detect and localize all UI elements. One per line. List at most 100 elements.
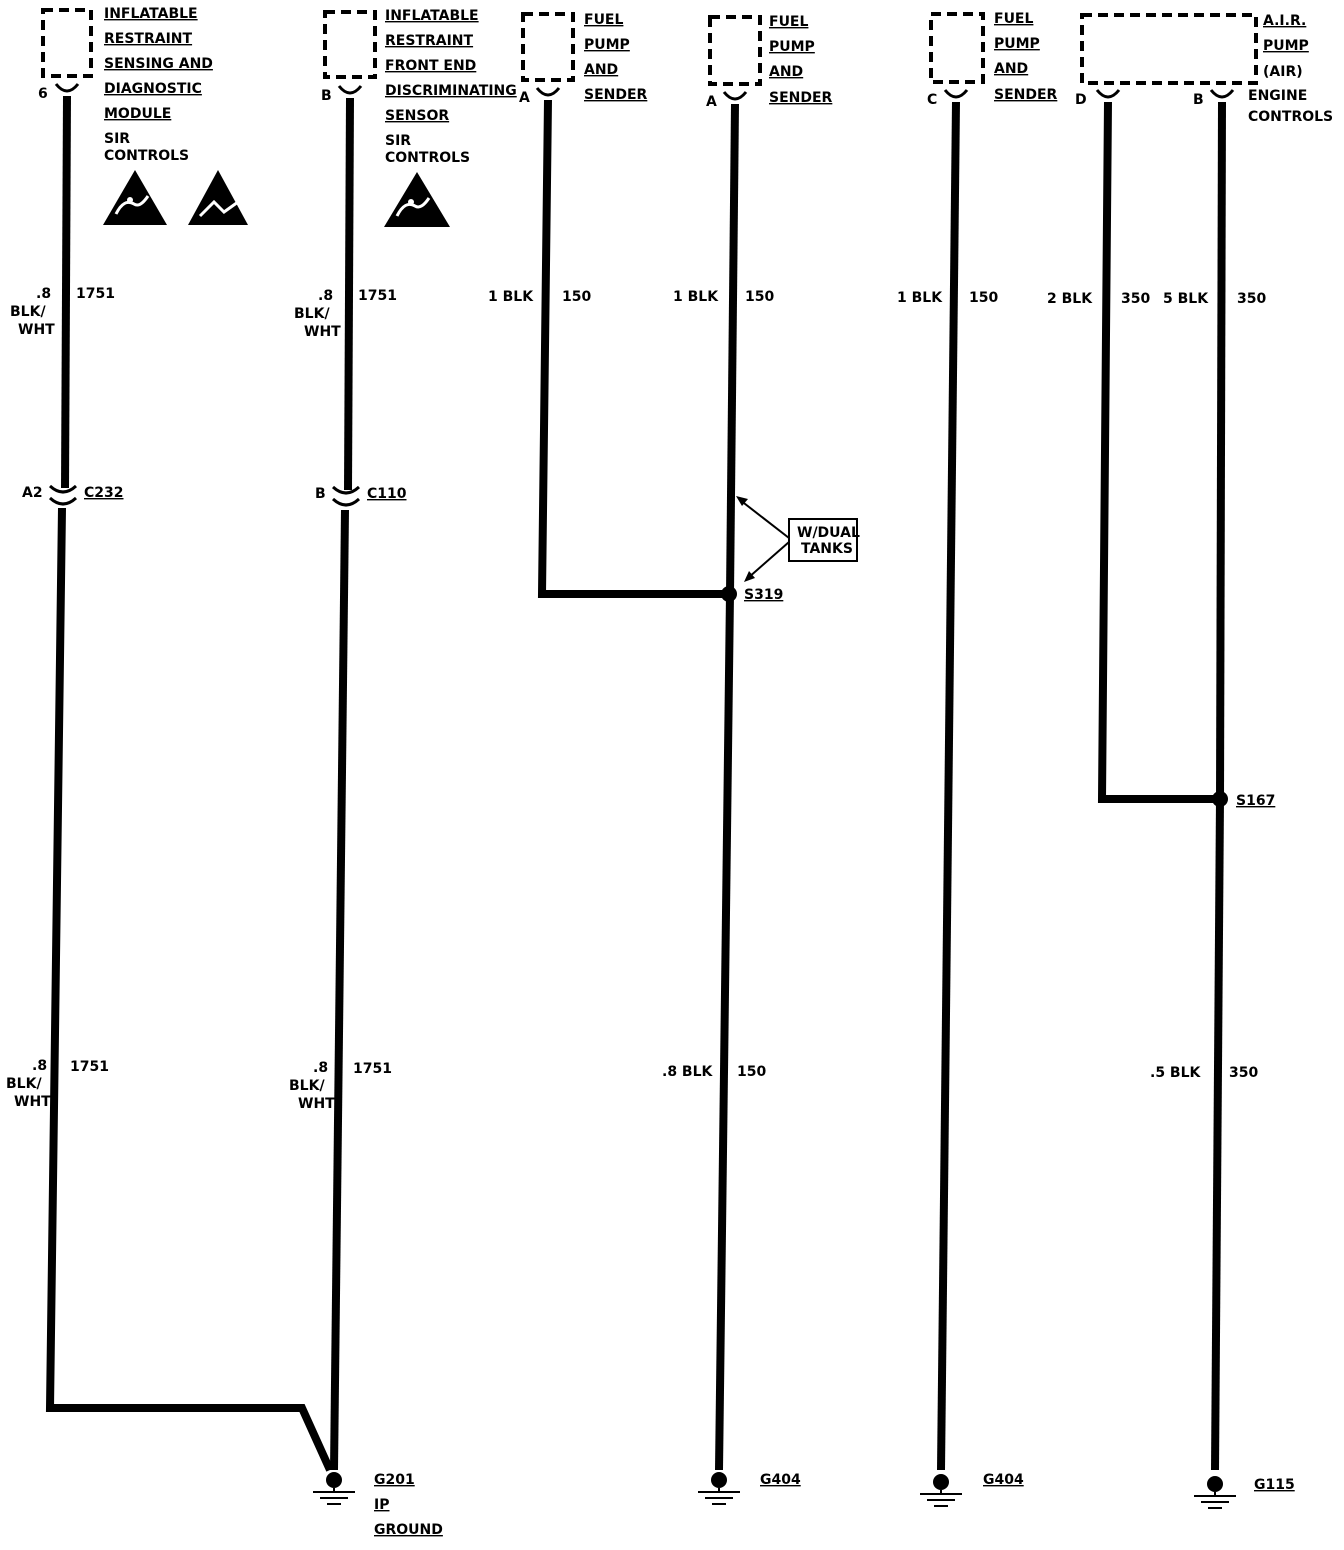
svg-text:SENDER: SENDER (994, 87, 1058, 103)
wire-air-b-to-s167 (1216, 101, 1226, 800)
ground-g115-symbol (1194, 1476, 1236, 1509)
svg-text:5 BLK: 5 BLK (1163, 291, 1209, 307)
splice-s167-dot (1212, 791, 1228, 807)
svg-text:MODULE: MODULE (104, 106, 171, 122)
svg-text:.8: .8 (36, 286, 51, 302)
wire-7-top-label: 5 BLK 350 (1163, 291, 1266, 307)
svg-text:WHT: WHT (14, 1094, 51, 1110)
fuel-pump-2-box (708, 15, 762, 86)
ground-g404a-symbol (698, 1472, 740, 1505)
wire-fp3-to-g404 (937, 101, 960, 1471)
wire-s167-to-g115 (1211, 798, 1224, 1471)
wire-fp2-to-s319 (726, 103, 739, 595)
air-pin-b-label: B (1193, 92, 1204, 108)
splice-s167-label: S167 (1236, 793, 1275, 809)
svg-text:1751: 1751 (353, 1061, 392, 1077)
wire-2-bottom-label: .8 BLK/ WHT 1751 (289, 1060, 392, 1112)
wire-s319-to-g404 (715, 593, 734, 1471)
svg-text:.8: .8 (318, 288, 333, 304)
svg-text:SIR: SIR (385, 133, 411, 149)
svg-text:(AIR): (AIR) (1263, 64, 1303, 80)
svg-text:SENSING AND: SENSING AND (104, 56, 213, 72)
air-pump-box (1080, 13, 1258, 85)
svg-text:PUMP: PUMP (769, 39, 815, 55)
wire-6-label: 2 BLK 350 (1047, 291, 1150, 307)
c232-pin-label: A2 (22, 485, 43, 501)
svg-text:DISCRIMINATING: DISCRIMINATING (385, 83, 517, 99)
fp3-pin-terminal (943, 89, 969, 99)
svg-text:1 BLK: 1 BLK (488, 289, 534, 305)
air-pump-label: A.I.R. PUMP (AIR) ENGINE CONTROLS (1248, 13, 1333, 125)
svg-text:1751: 1751 (76, 286, 115, 302)
ground-g201-desc: GROUND (374, 1522, 443, 1538)
ground-g404b-symbol (920, 1474, 962, 1507)
fuel-pump-3-box (929, 12, 985, 84)
ground-g201-location: IP (374, 1497, 389, 1513)
esd-warning-icon (103, 170, 167, 225)
ground-g404a-label: G404 (760, 1472, 801, 1488)
svg-text:.8: .8 (313, 1060, 328, 1076)
svg-text:PUMP: PUMP (994, 36, 1040, 52)
svg-text:150: 150 (969, 290, 998, 306)
wire-4-bottom-label: .8 BLK 150 (662, 1064, 766, 1080)
fp2-pin-label: A (706, 94, 717, 110)
svg-text:CONTROLS: CONTROLS (385, 150, 470, 166)
svg-text:WHT: WHT (304, 324, 341, 340)
svg-text:RESTRAINT: RESTRAINT (104, 31, 193, 47)
svg-text:PUMP: PUMP (584, 37, 630, 53)
svg-text:1751: 1751 (70, 1059, 109, 1075)
wire-3-label: 1 BLK 150 (488, 289, 591, 305)
svg-text:1 BLK: 1 BLK (897, 290, 943, 306)
wire-5-label: 1 BLK 150 (897, 290, 998, 306)
ground-g115-label: G115 (1254, 1477, 1295, 1493)
svg-text:WHT: WHT (18, 322, 55, 338)
fuel-pump-3-label: FUEL PUMP AND SENDER (994, 11, 1058, 103)
svg-text:2 BLK: 2 BLK (1047, 291, 1093, 307)
air-pin-d-label: D (1075, 92, 1087, 108)
svg-text:ENGINE: ENGINE (1248, 88, 1307, 104)
fp1-pin-terminal (535, 87, 561, 97)
c110-name-label: C110 (367, 486, 407, 502)
fp2-pin-terminal (722, 91, 748, 101)
svg-text:WHT: WHT (298, 1096, 335, 1112)
wire-sdm-to-c232 (61, 95, 71, 489)
sdm-component-box (41, 8, 93, 78)
svg-text:350: 350 (1229, 1065, 1258, 1081)
fp3-pin-label: C (927, 92, 937, 108)
svg-text:AND: AND (769, 64, 803, 80)
esd-sensitive-icon (188, 170, 248, 225)
sdm-pin-label: 6 (38, 86, 48, 102)
svg-text:A.I.R.: A.I.R. (1263, 13, 1306, 29)
ground-g201-symbol (313, 1472, 355, 1505)
svg-text:CONTROLS: CONTROLS (1248, 109, 1333, 125)
fed-pin-label: B (321, 88, 332, 104)
svg-text:BLK/: BLK/ (10, 304, 46, 320)
wire-4-top-label: 1 BLK 150 (673, 289, 774, 305)
wire-fed-to-c110 (344, 97, 354, 491)
dual-tanks-callout: W/DUAL TANKS (736, 496, 860, 582)
wire-1-bottom-label: .8 BLK/ WHT 1751 (6, 1058, 109, 1110)
wire-fp1-to-s319 (537, 99, 728, 598)
fed-label: INFLATABLE RESTRAINT FRONT END DISCRIMIN… (385, 8, 517, 166)
fuel-pump-1-label: FUEL PUMP AND SENDER (584, 12, 648, 103)
ground-g201-label: G201 (374, 1472, 415, 1488)
svg-text:1751: 1751 (358, 288, 397, 304)
connector-c110 (331, 485, 361, 507)
svg-text:CONTROLS: CONTROLS (104, 148, 189, 164)
svg-text:SENDER: SENDER (584, 87, 648, 103)
air-pin-d-terminal (1095, 89, 1121, 99)
svg-text:INFLATABLE: INFLATABLE (385, 8, 479, 24)
wire-7-bottom-label: .5 BLK 350 (1150, 1065, 1258, 1081)
svg-text:350: 350 (1237, 291, 1266, 307)
svg-text:BLK/: BLK/ (294, 306, 330, 322)
wire-1-top-label: .8 BLK/ WHT 1751 (10, 286, 115, 338)
splice-s319-label: S319 (744, 587, 783, 603)
svg-text:SIR: SIR (104, 131, 130, 147)
wire-2-top-label: .8 BLK/ WHT 1751 (294, 288, 397, 340)
fuel-pump-1-box (521, 12, 575, 82)
fed-pin-terminal (337, 85, 363, 95)
wire-c110-to-g201 (330, 509, 349, 1471)
svg-text:FUEL: FUEL (584, 12, 623, 28)
svg-text:.8 BLK: .8 BLK (662, 1064, 714, 1080)
